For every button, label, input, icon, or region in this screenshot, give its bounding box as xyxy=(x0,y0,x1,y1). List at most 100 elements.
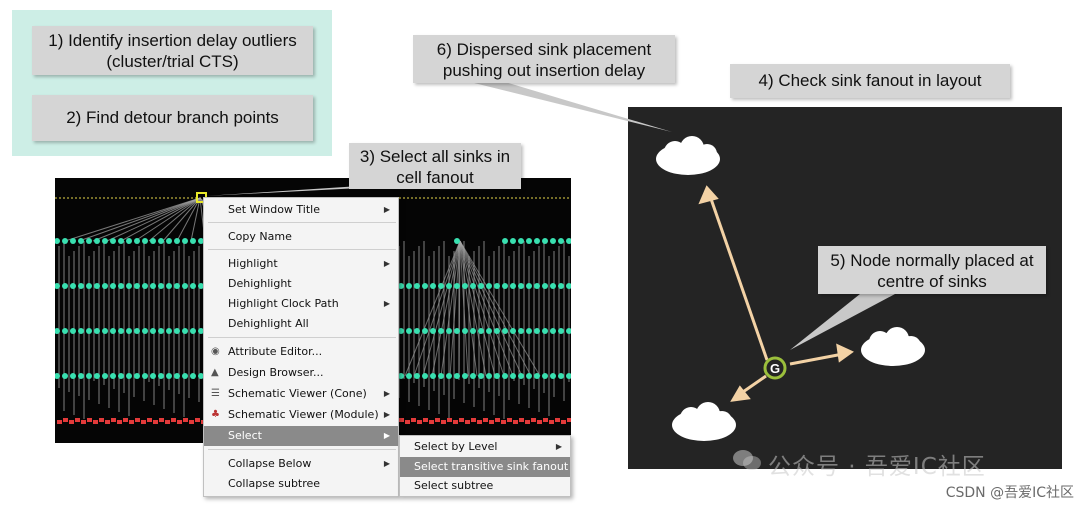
branch-wire xyxy=(431,240,461,377)
menu-item-collapse-subtree[interactable]: Collapse subtree xyxy=(204,474,398,494)
clock-buffer-node xyxy=(174,328,180,334)
clock-buffer-node xyxy=(438,373,444,379)
clock-buffer-node xyxy=(518,238,524,244)
fanout-arrow xyxy=(708,195,769,361)
menu-item-dehighlight-all[interactable]: Dehighlight All xyxy=(204,314,398,334)
clock-buffer-node xyxy=(166,373,172,379)
menu-item-schematic-viewer-cone[interactable]: ☰Schematic Viewer (Cone)▶ xyxy=(204,384,398,404)
menu-item-dehighlight[interactable]: Dehighlight xyxy=(204,274,398,294)
clock-buffer-node xyxy=(510,283,516,289)
sink-node xyxy=(69,420,74,424)
sink-node xyxy=(147,418,152,422)
clock-buffer-node xyxy=(62,373,68,379)
clock-buffer-node xyxy=(478,328,484,334)
clock-buffer-node xyxy=(94,328,100,334)
clock-buffer-node xyxy=(558,283,564,289)
branch-wire xyxy=(148,197,201,242)
arrowhead xyxy=(730,385,751,402)
clock-buffer-node xyxy=(134,283,140,289)
clock-buffer-node xyxy=(406,328,412,334)
clock-buffer-node xyxy=(110,283,116,289)
clock-buffer-node xyxy=(454,373,460,379)
menu-item-label: Select subtree xyxy=(414,479,494,492)
branch-wire xyxy=(459,240,478,377)
submenu-arrow-icon: ▶ xyxy=(383,205,390,214)
clock-buffer-node xyxy=(446,283,452,289)
watermark: 公众号 · 吾爱IC社区 xyxy=(768,454,986,480)
clock-buffer-node xyxy=(158,328,164,334)
sink-node xyxy=(123,418,128,422)
menu-item-set-window-title[interactable]: Set Window Title ▶ xyxy=(204,200,398,220)
clock-buffer-node xyxy=(118,238,124,244)
clock-buffer-node xyxy=(414,328,420,334)
clock-buffer-node xyxy=(182,328,188,334)
clock-buffer-node xyxy=(142,373,148,379)
callout-node-centre: 5) Node normally placed at centre of sin… xyxy=(818,246,1046,294)
clock-buffer-node xyxy=(118,373,124,379)
menu-item-label: Select by Level xyxy=(414,440,498,453)
branch-wire xyxy=(458,240,461,377)
clock-buffer-node xyxy=(55,328,60,334)
menu-item-label: Dehighlight All xyxy=(228,317,309,330)
sink-node xyxy=(513,420,518,424)
submenu-arrow-icon: ▶ xyxy=(383,410,390,419)
submenu-arrow-icon: ▶ xyxy=(383,459,390,468)
clock-buffer-node xyxy=(414,283,420,289)
clock-buffer-node xyxy=(566,373,571,379)
sink-cloud xyxy=(672,402,736,441)
clock-buffer-node xyxy=(174,373,180,379)
menu-item-attribute-editor[interactable]: ◉Attribute Editor... xyxy=(204,342,398,362)
clock-buffer-node xyxy=(166,283,172,289)
submenu-item-select-by-level[interactable]: Select by Level▶ xyxy=(400,437,570,457)
branch-wire xyxy=(440,240,461,377)
sink-node xyxy=(519,418,524,422)
menu-item-highlight-clock-path[interactable]: Highlight Clock Path ▶ xyxy=(204,294,398,314)
clock-buffer-node xyxy=(534,283,540,289)
sink-node xyxy=(447,418,452,422)
submenu-arrow-icon: ▶ xyxy=(383,431,390,440)
sink-node xyxy=(507,418,512,422)
submenu-arrow-icon: ▶ xyxy=(383,389,390,398)
clock-buffer-node xyxy=(198,373,204,379)
callout-select-sinks: 3) Select all sinks in cell fanout xyxy=(349,143,521,189)
callout-check-fanout: 4) Check sink fanout in layout xyxy=(730,64,1010,98)
clock-buffer-node xyxy=(446,373,452,379)
menu-item-select[interactable]: Select ▶ xyxy=(204,426,398,446)
clock-buffer-node xyxy=(70,238,76,244)
branch-wire xyxy=(134,197,201,242)
clock-buffer-node xyxy=(438,328,444,334)
sink-node xyxy=(171,418,176,422)
sink-node xyxy=(159,418,164,422)
submenu-item-select-subtree[interactable]: Select subtree xyxy=(400,476,570,496)
clock-buffer-node xyxy=(422,328,428,334)
sink-node xyxy=(117,420,122,424)
clock-buffer-node xyxy=(62,283,68,289)
sink-node xyxy=(465,420,470,424)
menu-item-collapse-below[interactable]: Collapse Below▶ xyxy=(204,454,398,474)
submenu-arrow-icon: ▶ xyxy=(383,299,390,308)
menu-item-copy-name[interactable]: Copy Name xyxy=(204,227,398,247)
sink-node xyxy=(195,418,200,422)
clock-buffer-node xyxy=(486,328,492,334)
menu-item-label: Select xyxy=(228,429,262,442)
menu-item-label: Highlight Clock Path xyxy=(228,297,339,310)
callout-detour-points: 2) Find detour branch points xyxy=(32,95,313,141)
clock-buffer-node xyxy=(478,283,484,289)
clock-buffer-node xyxy=(398,328,404,334)
menu-item-schematic-viewer-module[interactable]: ♣Schematic Viewer (Module)▶ xyxy=(204,405,398,425)
menu-item-highlight[interactable]: Highlight▶ xyxy=(204,254,398,274)
menu-item-label: Attribute Editor... xyxy=(228,345,323,358)
menu-item-label: Design Browser... xyxy=(228,366,324,379)
submenu-item-select-transitive-sink-fanout[interactable]: Select transitive sink fanout xyxy=(400,457,570,477)
select-submenu: Select by Level▶ Select transitive sink … xyxy=(399,435,571,497)
sink-node xyxy=(135,418,140,422)
clock-buffer-node xyxy=(110,238,116,244)
clock-buffer-node xyxy=(126,328,132,334)
menu-item-design-browser[interactable]: ▲Design Browser... xyxy=(204,363,398,383)
menu-item-label: Set Window Title xyxy=(228,203,321,216)
credit-text: CSDN @吾爱IC社区 xyxy=(945,485,1074,501)
clock-buffer-node xyxy=(134,373,140,379)
clock-buffer-node xyxy=(94,238,100,244)
clock-buffer-node xyxy=(62,238,68,244)
clock-buffer-node xyxy=(150,328,156,334)
